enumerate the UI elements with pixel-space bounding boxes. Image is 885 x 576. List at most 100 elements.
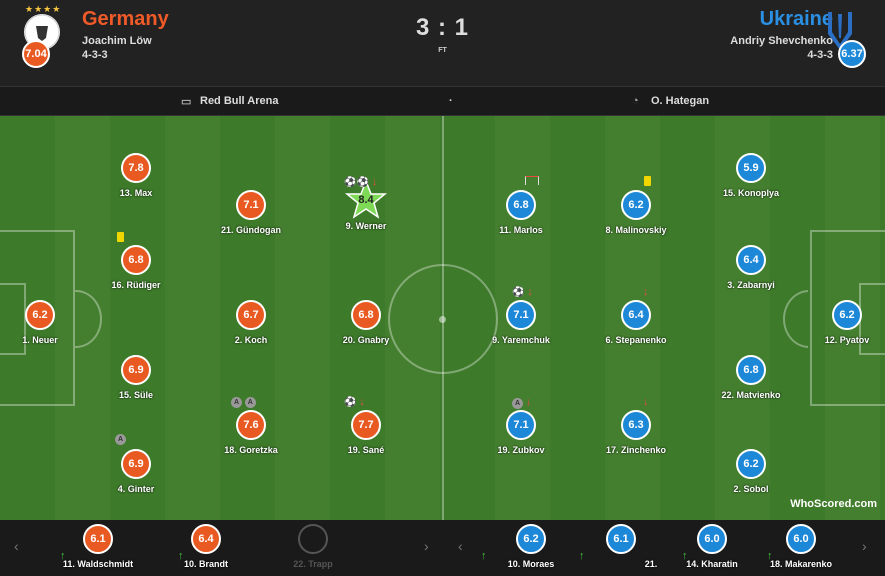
player-rating: 6.3 <box>621 410 651 440</box>
sub-on-arrow-icon: ↑ <box>60 550 66 562</box>
player-konoplya[interactable]: 5.9 15. Konoplya <box>701 153 801 198</box>
player-name: 1. Neuer <box>22 335 58 345</box>
man-of-the-match-star-icon: 8.4 <box>344 178 388 220</box>
stars-icon: ★★★★ <box>25 4 62 14</box>
player-rudiger[interactable]: 6.8 16. Rüdiger <box>86 245 186 290</box>
match-status: FT <box>438 47 447 54</box>
goal-post-icon <box>525 176 539 185</box>
sub-trapp[interactable]: 22. Trapp <box>263 524 363 569</box>
away-subs-next-button[interactable]: › <box>862 538 867 554</box>
sub-21[interactable]: ↑ 6.1 21. <box>571 524 671 569</box>
away-manager: Andriy Shevchenko <box>730 35 833 47</box>
player-rating: 6.1 <box>83 524 113 554</box>
goal-icon: ⚽⚽ ↓ <box>344 176 378 188</box>
player-pyatov[interactable]: 6.2 12. Pyatov <box>797 300 885 345</box>
player-rating: 7.8 <box>121 153 151 183</box>
player-name: 9. Werner <box>345 221 387 231</box>
player-rating: 6.8 <box>506 190 536 220</box>
sub-moraes[interactable]: ↑ 6.2 10. Moraes <box>481 524 581 569</box>
player-rating: 6.9 <box>121 355 151 385</box>
referee: O. Hategan <box>651 95 710 107</box>
player-max[interactable]: 7.8 13. Max <box>86 153 186 198</box>
player-rating: 6.2 <box>621 190 651 220</box>
player-sobol[interactable]: 6.2 2. Sobol <box>701 449 801 494</box>
player-name: 12. Pyatov <box>824 335 870 345</box>
player-marlos[interactable]: 6.8 11. Marlos <box>471 190 571 235</box>
match-info-bar: ▭ Red Bull Arena · ◔ O. Hategan <box>0 86 885 116</box>
player-name: 22. Matvienko <box>721 390 781 400</box>
whistle-icon: ◔ <box>632 95 639 107</box>
player-rating: 6.2 <box>516 524 546 554</box>
player-name: 20. Gnabry <box>342 335 390 345</box>
player-rating: 6.2 <box>25 300 55 330</box>
player-name: 15. Süle <box>118 390 154 400</box>
player-name: 2. Sobol <box>733 484 769 494</box>
player-zubkov[interactable]: 7.1 19. Zubkov <box>471 410 571 455</box>
sub-on-arrow-icon: ↑ <box>178 550 184 562</box>
player-rating: 6.7 <box>236 300 266 330</box>
player-werner[interactable]: 8.4 9. Werner <box>316 178 416 231</box>
player-rating: 7.6 <box>236 410 266 440</box>
player-name: 8. Malinovskiy <box>605 225 667 235</box>
ukraine-crest-icon <box>822 8 858 50</box>
sub-on-arrow-icon: ↑ <box>682 550 688 562</box>
player-rating: 7.7 <box>351 410 381 440</box>
player-ginter[interactable]: 6.9 4. Ginter <box>86 449 186 494</box>
player-neuer[interactable]: 6.2 1. Neuer <box>0 300 90 345</box>
player-name: 2. Koch <box>234 335 268 345</box>
home-subs-next-button[interactable]: › <box>424 538 429 554</box>
player-name: 11. Marlos <box>499 225 543 235</box>
center-circle <box>388 264 498 374</box>
player-name: 10. Moraes <box>507 559 555 569</box>
player-name: 21. Gündogan <box>220 225 281 235</box>
player-yaremchuk[interactable]: 7.1 9. Yaremchuk <box>471 300 571 345</box>
center-spot <box>439 316 446 323</box>
player-sane[interactable]: 7.7 19. Sané <box>316 410 416 455</box>
player-rating: 7.1 <box>506 410 536 440</box>
player-name: 10. Brandt <box>183 559 228 569</box>
player-stepanenko[interactable]: 6.4 6. Stepanenko <box>586 300 686 345</box>
player-rating: 6.8 <box>121 245 151 275</box>
player-koch[interactable]: 6.7 2. Koch <box>201 300 301 345</box>
goal-icon: ⚽ ↓ <box>344 396 365 408</box>
player-zinchenko[interactable]: 6.3 17. Zinchenko <box>586 410 686 455</box>
home-team-name[interactable]: Germany <box>82 8 169 30</box>
player-gnabry[interactable]: 6.8 20. Gnabry <box>316 300 416 345</box>
home-subs-prev-button[interactable]: ‹ <box>14 538 19 554</box>
player-name: 11. Waldschmidt <box>62 559 134 569</box>
player-rating: 6.2 <box>736 449 766 479</box>
player-rating: 7.1 <box>236 190 266 220</box>
away-team-name[interactable]: Ukraine <box>759 8 833 30</box>
away-team-rating: 6.37 <box>838 40 866 68</box>
sub-off-arrow-icon: ↓ <box>643 286 649 298</box>
substitutes-bar: ‹ › ‹ › ↑ 6.1 11. Waldschmidt ↑ 6.4 10. … <box>0 520 885 576</box>
pitch: 7.8 13. Max 6.8 16. Rüdiger 6.2 1. Neuer… <box>0 116 885 520</box>
player-name: 17. Zinchenko <box>605 445 667 455</box>
player-zabarnyi[interactable]: 6.4 3. Zabarnyi <box>701 245 801 290</box>
player-name: 19. Zubkov <box>497 445 545 455</box>
player-sule[interactable]: 6.9 15. Süle <box>86 355 186 400</box>
player-goretzka[interactable]: 7.6 18. Goretzka <box>201 410 301 455</box>
player-matvienko[interactable]: 6.8 22. Matvienko <box>701 355 801 400</box>
assist-icon: A ↓ <box>512 396 531 409</box>
away-subs-prev-button[interactable]: ‹ <box>458 538 463 554</box>
player-rating: 5.9 <box>736 153 766 183</box>
away-formation: 4-3-3 <box>807 49 833 61</box>
sub-makarenko[interactable]: ↑ 6.0 18. Makarenko <box>751 524 851 569</box>
player-name: 15. Konoplya <box>722 188 779 198</box>
sub-on-arrow-icon: ↑ <box>767 550 773 562</box>
sub-kharatin[interactable]: ↑ 6.0 14. Kharatin <box>662 524 762 569</box>
player-malinovskiy[interactable]: 6.2 8. Malinovskiy <box>586 190 686 235</box>
player-rating: 8.4 <box>358 194 374 206</box>
player-rating: 6.4 <box>736 245 766 275</box>
sub-brandt[interactable]: ↑ 6.4 10. Brandt <box>156 524 256 569</box>
player-rating: 6.9 <box>121 449 151 479</box>
player-rating: 6.1 <box>606 524 636 554</box>
sub-waldschmidt[interactable]: ↑ 6.1 11. Waldschmidt <box>48 524 148 569</box>
player-gundogan[interactable]: 7.1 21. Gündogan <box>201 190 301 235</box>
sub-off-arrow-icon: ↓ <box>643 396 649 408</box>
player-rating: 6.2 <box>832 300 862 330</box>
player-name: 3. Zabarnyi <box>727 280 775 290</box>
unused-sub-placeholder <box>298 524 328 554</box>
separator: · <box>449 95 453 107</box>
